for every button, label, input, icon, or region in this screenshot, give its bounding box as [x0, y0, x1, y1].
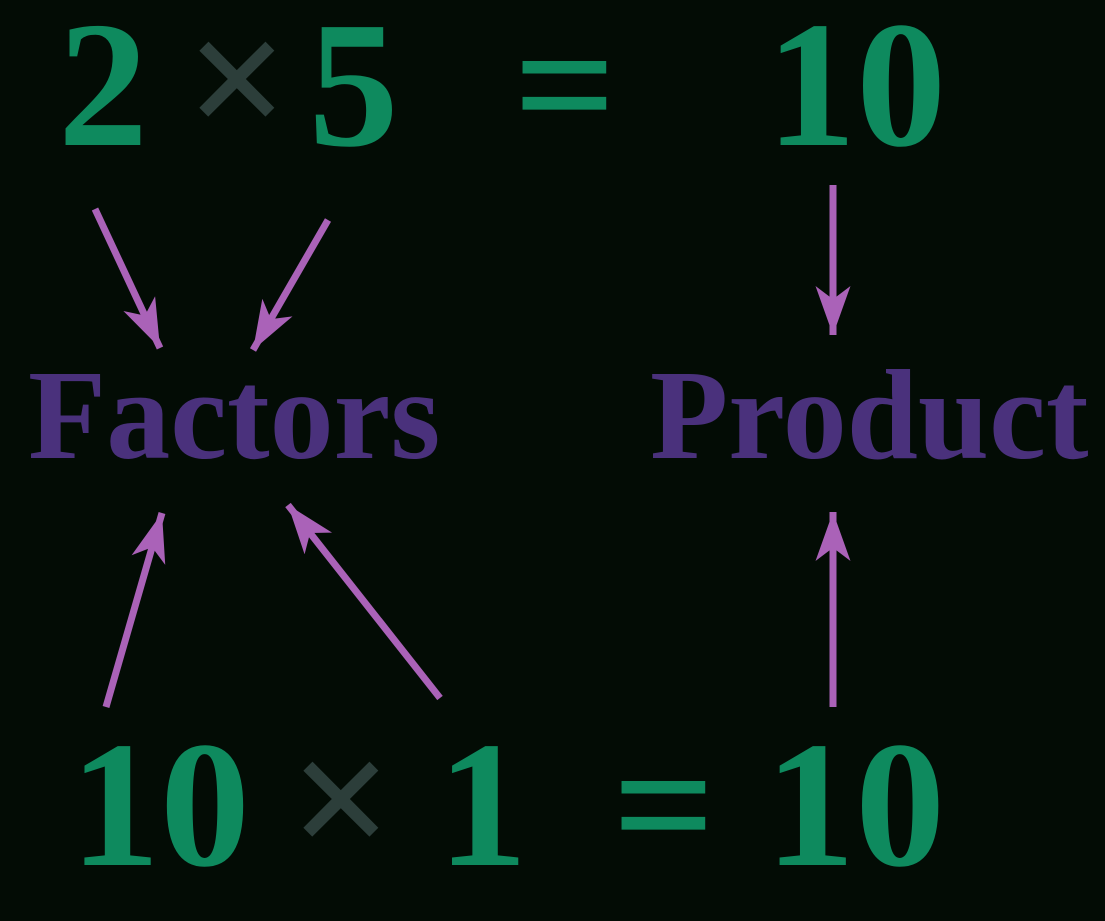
bottom-factor-2: 1: [437, 705, 528, 904]
top-equals-sign: =: [513, 0, 617, 184]
arrow-factor2-to-factors-icon: [91, 207, 164, 350]
top-factor-1: 2: [58, 0, 148, 184]
top-factor-2: 5: [308, 0, 399, 184]
arrow-factor5-to-factors-icon: [249, 218, 332, 352]
bottom-factor-1: 10: [70, 705, 250, 904]
multiply-sign-icon: ×: [290, 699, 393, 898]
multiply-sign-icon: ×: [186, 0, 289, 178]
bottom-product-value: 10: [765, 705, 946, 904]
top-product-value: 10: [766, 0, 947, 184]
equation-bottom: 10 × 1 = 10: [70, 705, 946, 904]
equation-top: 2 × 5 = 10: [58, 0, 946, 175]
factors-label: Factors: [28, 344, 441, 486]
product-label: Product: [650, 344, 1089, 486]
arrow-bottom10-to-factors-icon: [102, 512, 166, 708]
bottom-equals-sign: =: [612, 705, 716, 904]
arrow-factor1-to-factors-icon: [285, 502, 443, 701]
